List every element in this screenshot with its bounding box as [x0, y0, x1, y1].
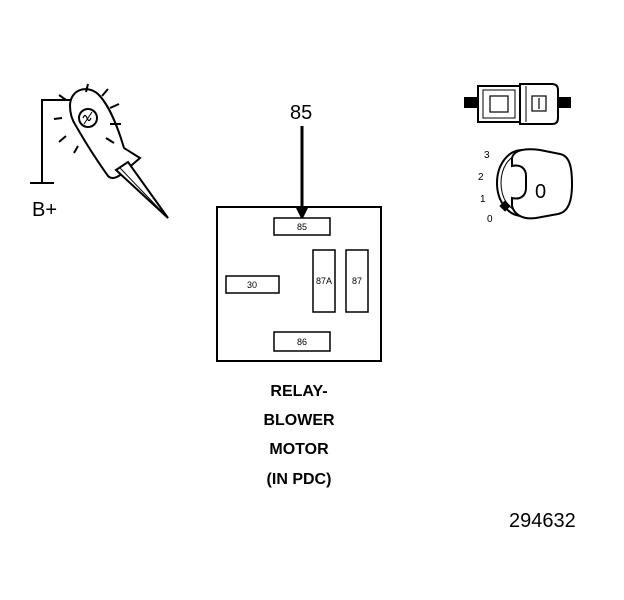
- arrow-head: [295, 206, 309, 220]
- connector-icon: [464, 83, 571, 125]
- ignition-key: [511, 148, 574, 220]
- b-plus-label: B+: [32, 199, 57, 221]
- terminal-87: 87: [345, 249, 369, 313]
- ignition-position-3: 3: [484, 150, 490, 161]
- figure-number: 294632: [509, 510, 576, 532]
- terminal-86-label: 86: [297, 337, 307, 347]
- terminal-87a: 87A: [312, 249, 336, 313]
- ignition-position-2: 2: [478, 172, 484, 183]
- test-light-probe: B+: [30, 83, 169, 221]
- light-rays-icon: [53, 83, 121, 154]
- terminal-87a-label: 87A: [316, 276, 332, 286]
- relay-housing: [216, 206, 382, 362]
- ignition-switch-icon: 3 2 1 0 0: [478, 148, 574, 225]
- terminal-30: 30: [225, 275, 280, 294]
- relay-caption-line-3: MOTOR: [269, 441, 329, 458]
- terminal-87-label: 87: [352, 276, 362, 286]
- probe-lead-wire: [41, 99, 72, 183]
- key-position-label: 0: [535, 181, 546, 203]
- terminal-85: 85: [273, 217, 331, 236]
- relay-caption-line-1: RELAY-: [270, 383, 327, 400]
- terminal-85-label: 85: [297, 222, 307, 232]
- terminal-86: 86: [273, 331, 331, 352]
- position-indicator: [499, 200, 511, 212]
- ignition-position-1: 1: [480, 194, 486, 205]
- terminal-30-label: 30: [247, 280, 257, 290]
- arrow-85-label: 85: [290, 102, 312, 124]
- relay-caption-line-4: (IN PDC): [267, 471, 332, 488]
- relay-caption-line-2: BLOWER: [263, 412, 335, 429]
- relay: 85 85 30 87A 87 86 RELAY- BLOWER MOTOR: [216, 102, 382, 488]
- ignition-position-0: 0: [487, 214, 493, 225]
